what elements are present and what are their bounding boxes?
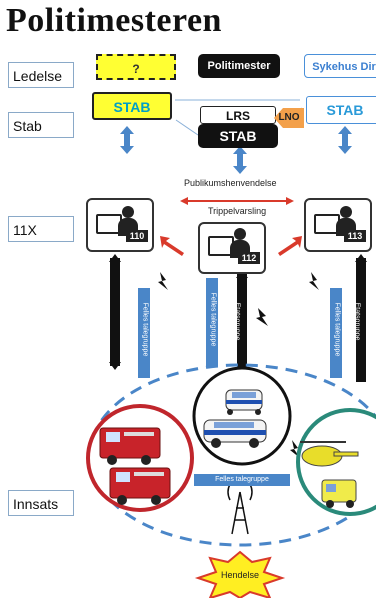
vertical-radio-bars (109, 254, 367, 382)
etatsgruppe-label-left: Etatsgruppe (99, 290, 107, 329)
felles-label-center: Felles talegruppe (209, 292, 217, 347)
felles-label-right: Felles talegruppe (333, 302, 341, 357)
hendelse-label: Hendelse (221, 570, 260, 580)
central-110-number: 110 (126, 230, 148, 242)
unknown-leader-box: ? (96, 54, 176, 80)
trippel-label: Trippelvarsling (208, 206, 267, 216)
stab-right-box: STAB (306, 96, 376, 124)
lno-badge: LNO (274, 108, 304, 128)
row-label-ledelse: Ledelse (8, 62, 74, 88)
etatsgruppe-label-right: Etatsgruppe (353, 302, 361, 341)
etatsgruppe-label-center: Etatsgruppe (233, 302, 241, 341)
operator-icon (122, 206, 134, 218)
red-horizontal-arrow (180, 197, 294, 205)
lrs-box: LRS (200, 106, 276, 124)
hendelse-burst (194, 550, 286, 598)
sykehus-box: Sykehus Dir (304, 54, 376, 78)
blue-double-arrows (120, 126, 352, 174)
row-label-11x: 11X (8, 216, 74, 242)
stab-left-box: STAB (92, 92, 172, 120)
central-113-number: 113 (344, 230, 366, 242)
police-car-icon (203, 389, 267, 448)
operator-icon (340, 206, 352, 218)
red-side-arrows (160, 236, 302, 256)
central-112-card: 112 (198, 222, 266, 274)
operator-icon (234, 228, 246, 240)
felles-label-left: Felles talegruppe (141, 302, 149, 357)
central-112-number: 112 (238, 252, 260, 264)
central-110-card: 110 (86, 198, 154, 252)
lightning-icons (158, 272, 319, 458)
publikum-label: Publikumshenvendelse (184, 178, 277, 188)
felles-talegruppe-bar: Felles talegruppe (194, 474, 290, 486)
page-title: Politimesteren (6, 2, 222, 39)
police-circle (192, 366, 292, 466)
central-113-card: 113 (304, 198, 372, 252)
politimester-box: Politimester (198, 54, 280, 78)
row-label-innsats: Innsats (8, 490, 74, 516)
stab-center-box: STAB (198, 124, 278, 148)
ambulance-helicopter-icon (300, 441, 359, 508)
row-label-stab: Stab (8, 112, 74, 138)
radio-mast-icon (227, 483, 253, 535)
fire-truck-icon (99, 427, 171, 505)
